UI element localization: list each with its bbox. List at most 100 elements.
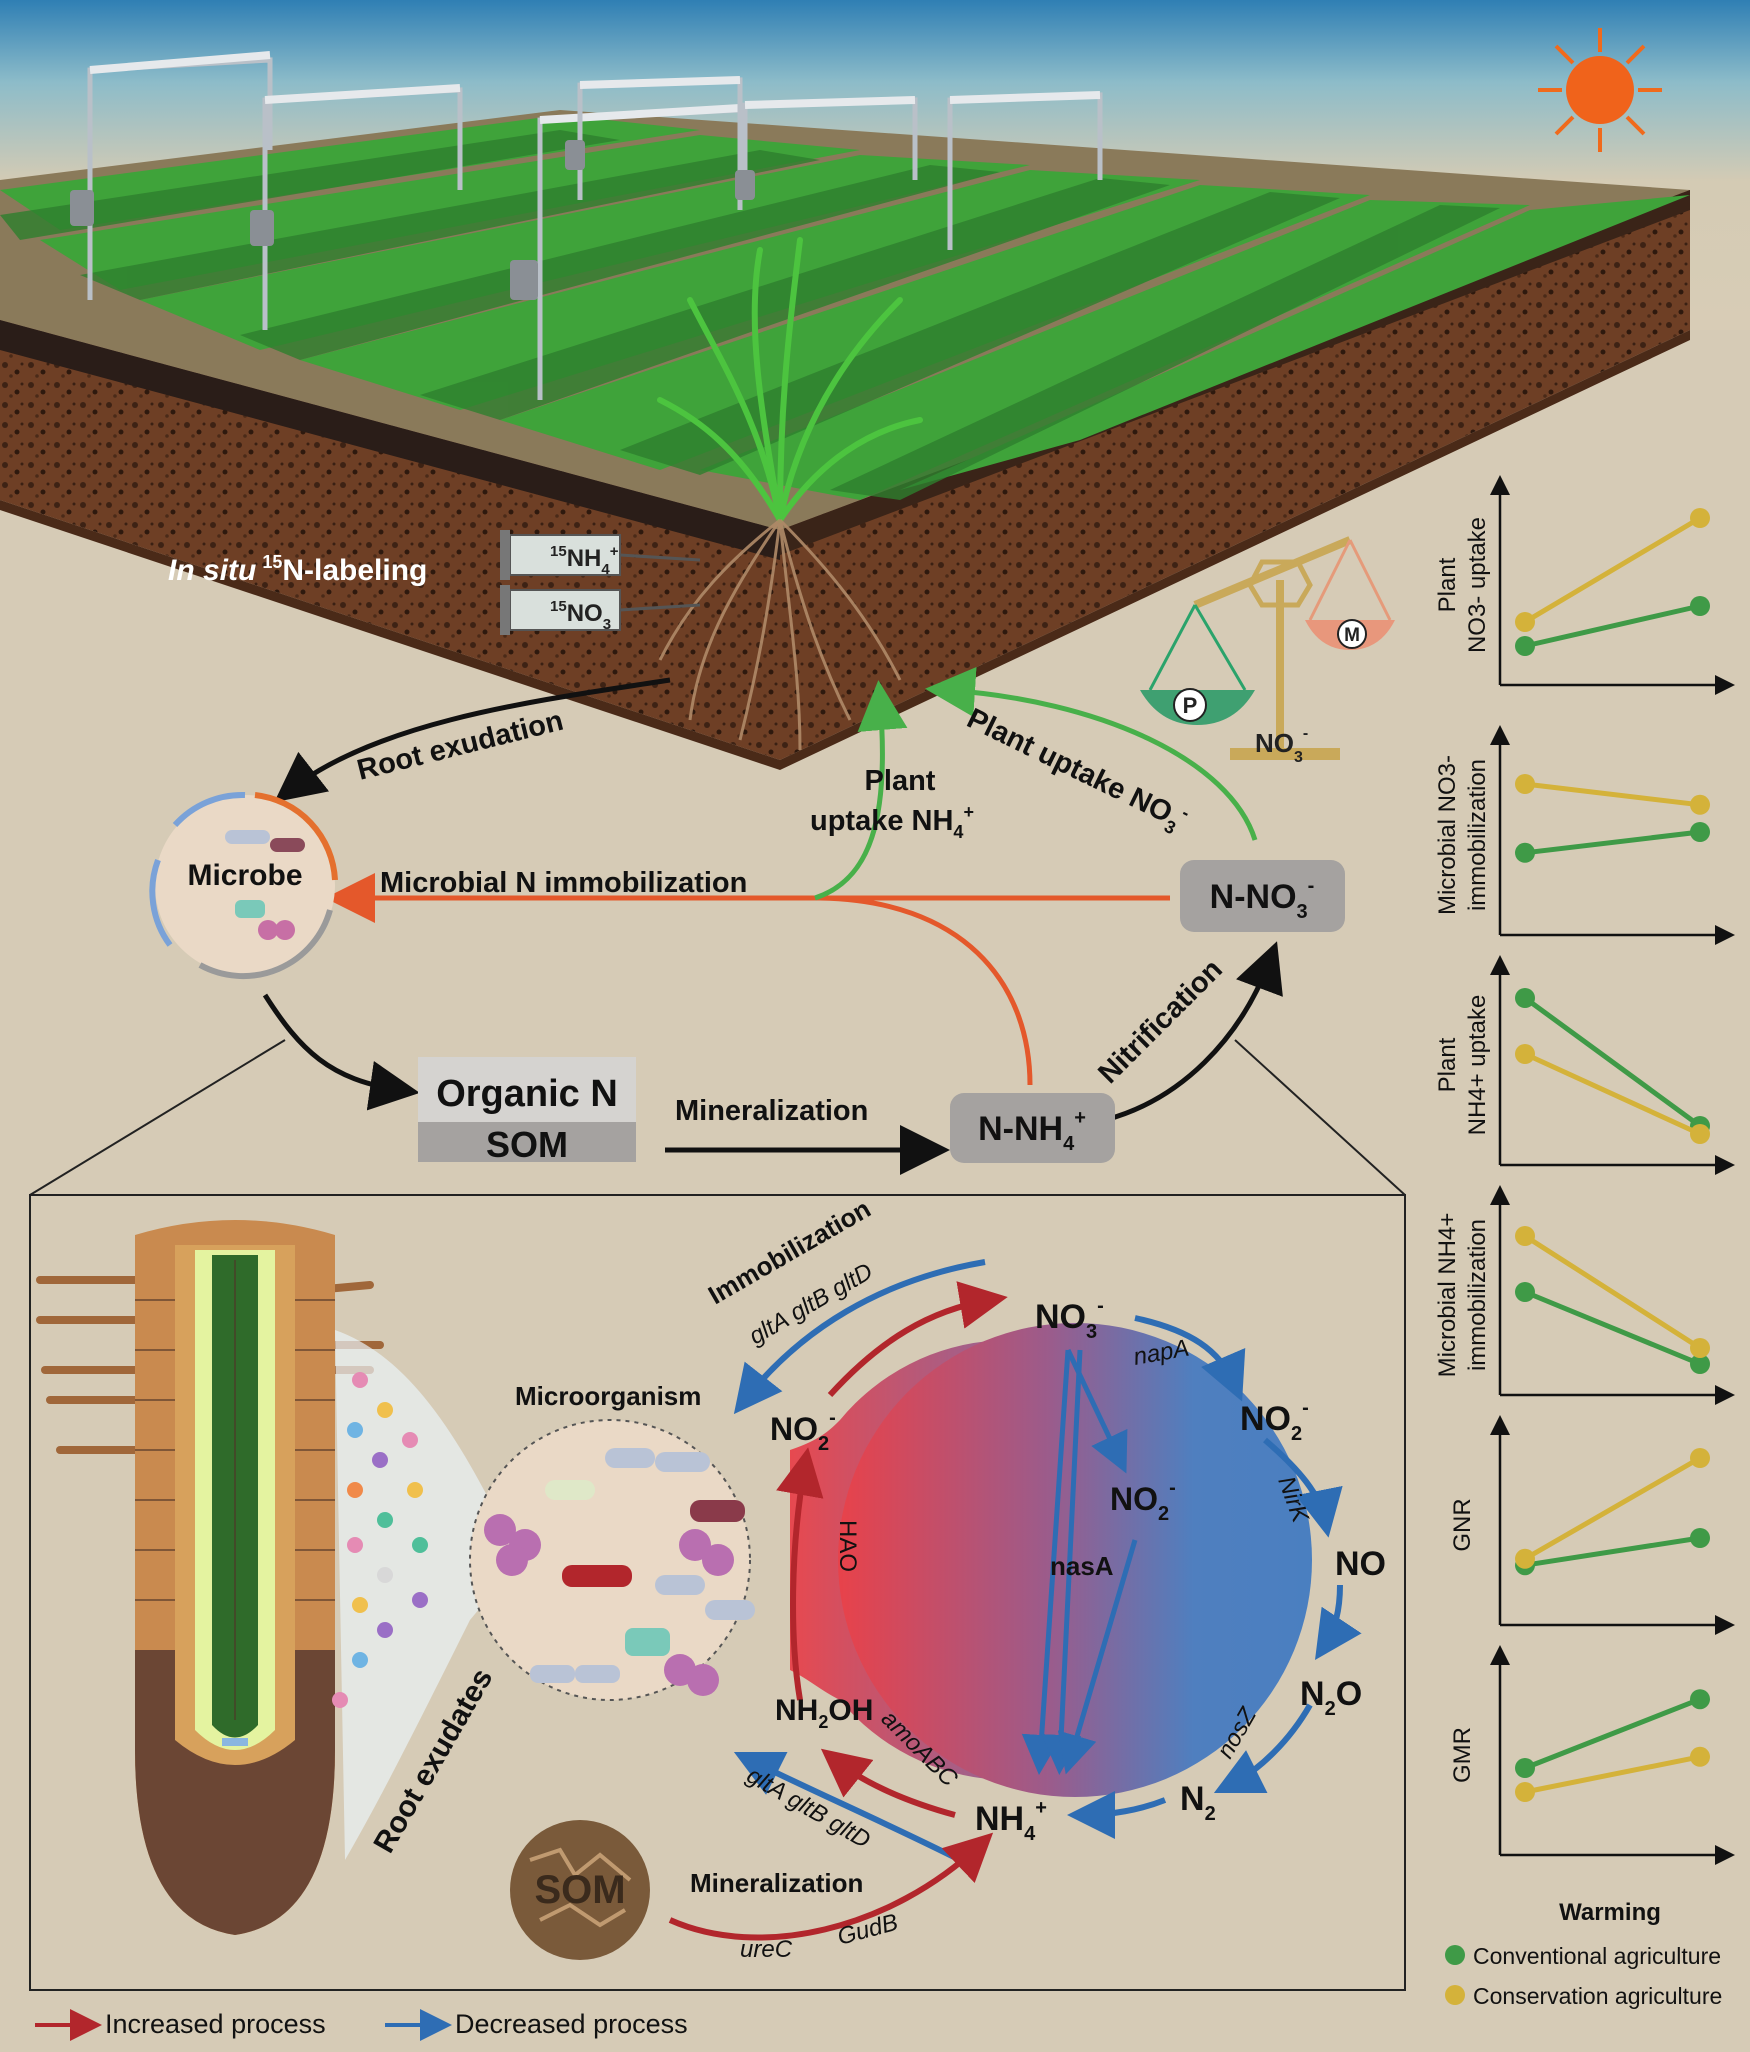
species-no3: NO3- (1035, 1295, 1104, 1343)
panel-0-ylabel-1: NO3- uptake (1464, 517, 1491, 653)
microbe-label: Microbe (187, 859, 302, 892)
panel-4-conservation-point-end (1690, 1448, 1710, 1468)
panel-0-conventional-line (1524, 603, 1701, 649)
mineralization-label: Mineralization (675, 1095, 868, 1127)
panel-0-conservation-point-end (1690, 508, 1710, 528)
gene-HAO: HAO (834, 1520, 861, 1572)
species-no: NO (1335, 1545, 1386, 1583)
microorganism-label: Microorganism (515, 1381, 701, 1411)
root-exudation-arrow (274, 677, 671, 803)
panel-3-conventional-line (1524, 1289, 1701, 1367)
species-no2-center: NO2- (1110, 1477, 1176, 1525)
n-cycle-circle (838, 1323, 1312, 1797)
nasA-arrows (1021, 1348, 1138, 1775)
microbe-to-organic-arrow (262, 993, 420, 1111)
panel-0-ylabel-0: Plant (1434, 557, 1461, 612)
panel-0-conservation-point-start (1515, 612, 1535, 632)
panel-3-conservation-point-start (1515, 1226, 1535, 1246)
organic-n-label: Organic N (436, 1073, 618, 1115)
nitrification-arrow (1104, 941, 1283, 1123)
som-pool-label: SOM (486, 1124, 568, 1165)
panel-1-conservation-point-start (1515, 774, 1535, 794)
plant-uptake-nh4-label-line1: Plant (865, 765, 936, 797)
panel-1-ylabel-0: Microbial NO3- (1434, 755, 1461, 915)
panel-0-conventional-point-end (1690, 596, 1710, 616)
hao-arrow (776, 1447, 824, 1701)
panel-4-ylabel-0: GNR (1449, 1498, 1476, 1551)
species-no2-left: NO2- (770, 1407, 836, 1455)
nosZ-arrow (1213, 1703, 1313, 1794)
syringe-no3-label: 15NO3 (550, 598, 611, 633)
gene-nasA: nasA (1050, 1551, 1114, 1581)
legend-conservation-dot (1445, 1985, 1465, 2005)
panel-4-conventional-line (1524, 1535, 1701, 1568)
balance-no3-label: NO3- (1255, 725, 1308, 766)
panel-1-conservation-point-end (1690, 794, 1710, 815)
species-n2o: N2O (1300, 1675, 1362, 1720)
nirK-arrow (1263, 1437, 1343, 1538)
nh4-immobilization-arrow (733, 1751, 962, 1863)
panel-3-ylabel-0: Microbial NH4+ (1434, 1213, 1461, 1378)
n2-to-nh4-arrow (1067, 1790, 1167, 1839)
syringe-nh4 (500, 530, 701, 580)
panel-5-ylabel-0: GMR (1449, 1727, 1476, 1783)
legend-increased-label: Increased process (105, 2009, 326, 2039)
species-nh4: NH4+ (975, 1797, 1047, 1845)
plant-uptake-nh4-label-line2: uptake NH4+ (810, 802, 974, 842)
n-no3-box (1180, 860, 1345, 932)
microorganism-circle (469, 1419, 755, 1701)
panel-2-conventional-line (1523, 995, 1702, 1129)
balance-scale (1148, 536, 1392, 760)
som-ball (510, 1820, 650, 1960)
syringe-nh4-label: 15NH4+ (550, 543, 619, 578)
panel-0-conservation-line (1523, 515, 1702, 625)
panel-2-conventional-point-start (1515, 988, 1535, 1008)
zoom-line-right (1234, 1039, 1406, 1196)
panels-x-label: Warming (1559, 1899, 1661, 1926)
n-nh4-label: N-NH4+ (978, 1107, 1086, 1155)
panel-4-conservation-line (1523, 1455, 1702, 1561)
panel-5-conservation-point-end (1690, 1746, 1710, 1767)
panel-0-conventional-point-start (1515, 636, 1535, 656)
plant-uptake-nh4-arrow (814, 680, 908, 901)
panel-4-conservation-point-start (1515, 1548, 1535, 1569)
panel-3-conservation-point-end (1690, 1338, 1710, 1358)
panel-1-ylabel-1: immobilization (1464, 759, 1491, 911)
legend-conventional-dot (1445, 1945, 1465, 1965)
balance-p-badge (1173, 688, 1207, 722)
legend-conservation-label: Conservation agriculture (1473, 1983, 1722, 2009)
no-to-n2o-arrow (1315, 1584, 1362, 1660)
balance-p-label: P (1183, 693, 1198, 718)
panel-3-conservation-line (1523, 1233, 1702, 1351)
microbial-immobilization-label: Microbial N immobilization (380, 867, 747, 899)
balance-m-badge (1337, 619, 1367, 649)
panel-5-conventional-point-end (1690, 1689, 1710, 1710)
balance-m-label: M (1344, 625, 1360, 646)
panel-2-ylabel-0: Plant (1434, 1037, 1461, 1092)
n-nh4-box (950, 1093, 1115, 1163)
gene-ureC: ureC (740, 1936, 793, 1963)
n-no3-label: N-NO3- (1210, 875, 1315, 923)
panel-2-ylabel-1: NH4+ uptake (1464, 995, 1491, 1136)
species-n2: N2 (1180, 1780, 1216, 1825)
no2-to-no3-arrow (827, 1281, 1008, 1398)
panel-2-conservation-point-start (1515, 1044, 1535, 1064)
panel-1-conventional-point-start (1515, 842, 1535, 863)
sun-icon (1538, 28, 1662, 152)
panel-5-conventional-line (1524, 1696, 1701, 1771)
panel-5-conventional-point-start (1515, 1758, 1535, 1778)
panel-1-conventional-line (1524, 829, 1701, 856)
species-no2-right: NO2- (1240, 1397, 1309, 1445)
legend-conventional-label: Conventional agriculture (1473, 1943, 1721, 1969)
amoABC-arrow (820, 1748, 956, 1818)
panel-5-conservation-point-start (1515, 1782, 1535, 1802)
immobilization-from-nh4-arrow (819, 895, 1033, 1086)
som-box (418, 1122, 636, 1162)
syringe-no3 (500, 585, 701, 635)
plant-uptake-no3-arrow (925, 666, 1258, 841)
microbe-pool (149, 791, 338, 980)
